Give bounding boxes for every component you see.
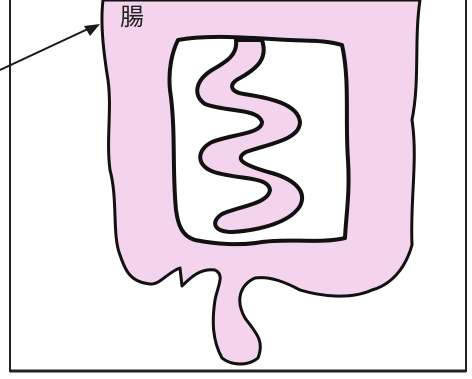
pointer-arrowhead [84,24,100,36]
intestine-label: 腸 [120,4,146,30]
pointer-arrow-line [0,28,90,70]
